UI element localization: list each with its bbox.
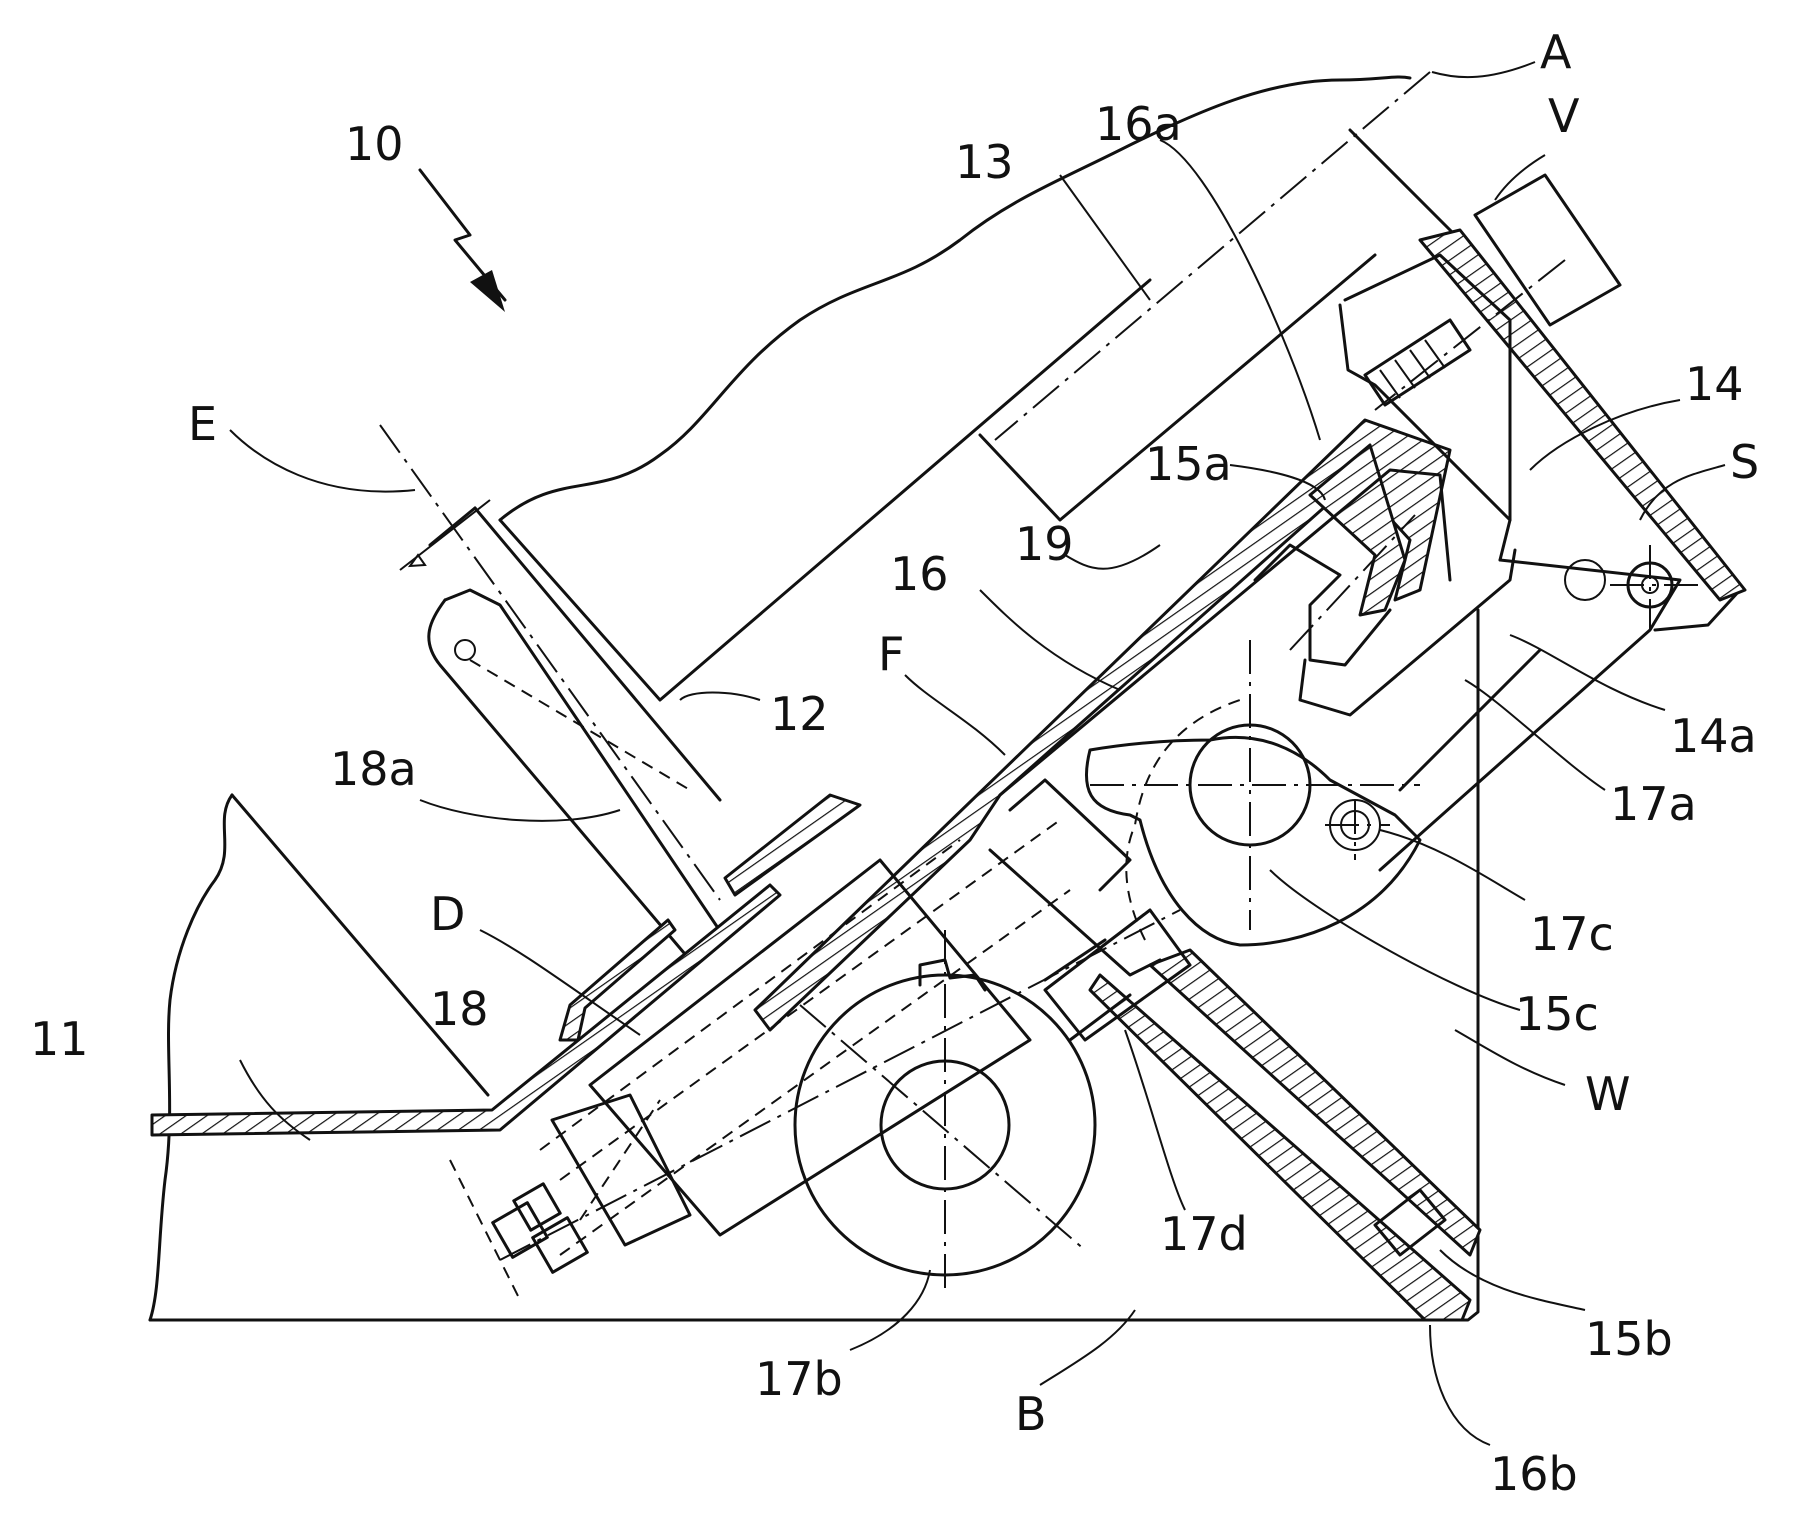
label-18: 18: [430, 982, 489, 1036]
label-15c: 15c: [1515, 987, 1599, 1041]
ref-arrow-10: [420, 170, 505, 312]
label-V: V: [1548, 89, 1580, 143]
label-14a: 14a: [1670, 709, 1757, 763]
label-19: 19: [1015, 517, 1074, 571]
label-B: B: [1015, 1387, 1047, 1441]
cover-13: [500, 130, 1740, 700]
label-16a: 16a: [1095, 97, 1182, 151]
label-17a: 17a: [1610, 777, 1697, 831]
label-17c: 17c: [1530, 907, 1614, 961]
lever-12: [429, 508, 720, 960]
label-W: W: [1585, 1067, 1630, 1121]
body-16: [990, 255, 1680, 975]
label-16b: 16b: [1490, 1447, 1578, 1501]
label-15b: 15b: [1585, 1312, 1673, 1366]
label-S: S: [1730, 435, 1759, 489]
label-11: 11: [30, 1012, 89, 1066]
label-D: D: [430, 887, 465, 941]
label-E: E: [188, 397, 217, 451]
label-A: A: [1540, 25, 1572, 79]
label-17b: 17b: [755, 1352, 843, 1406]
label-13: 13: [955, 135, 1014, 189]
label-14: 14: [1685, 357, 1744, 411]
label-F: F: [878, 627, 904, 681]
label-17d: 17d: [1160, 1207, 1248, 1261]
leader-lines: [230, 62, 1725, 1445]
label-12: 12: [770, 687, 829, 741]
label-16: 16: [890, 547, 949, 601]
label-10: 10: [345, 117, 404, 171]
label-15a: 15a: [1145, 437, 1232, 491]
label-18a: 18a: [330, 742, 417, 796]
